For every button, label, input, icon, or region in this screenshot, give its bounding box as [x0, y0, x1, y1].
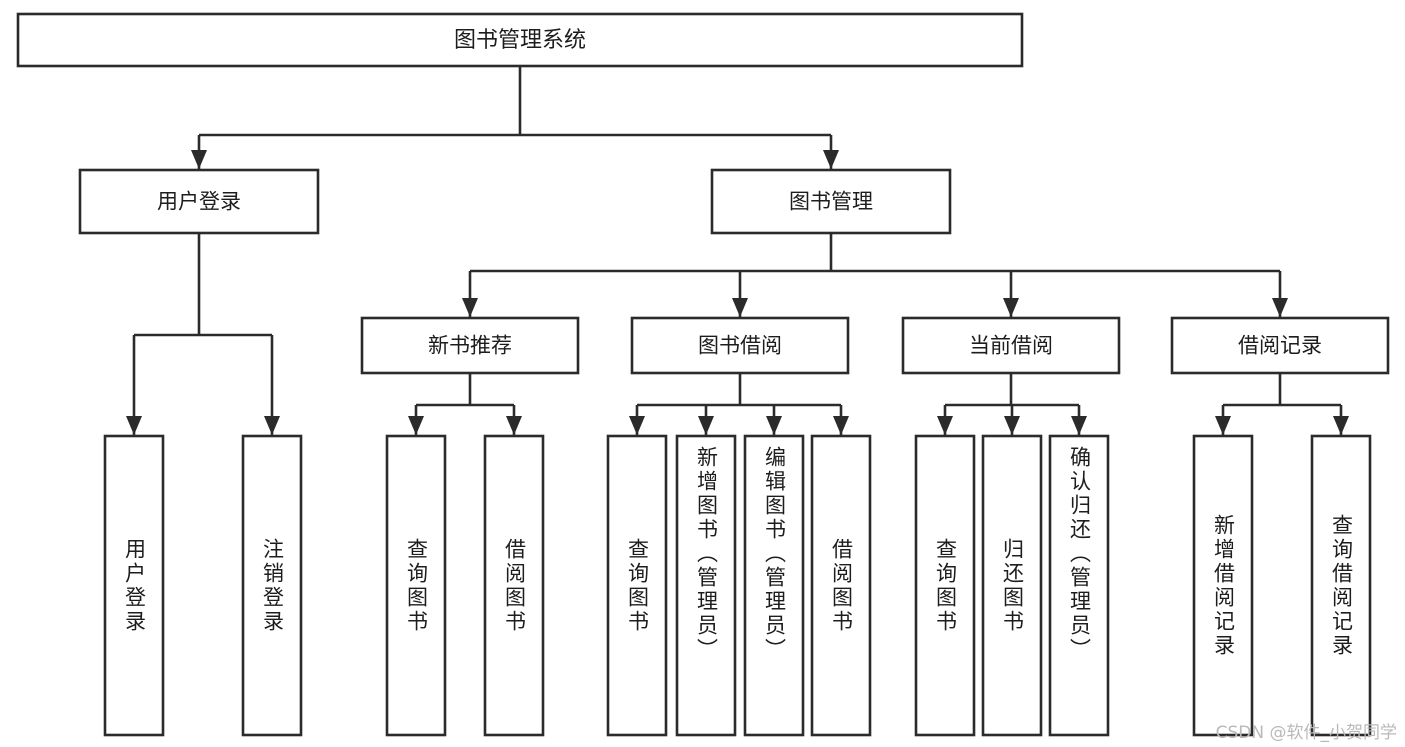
node-box-current-borrow[interactable]: [901, 316, 1121, 375]
node-label-new-book-recommend: 新书推荐: [428, 334, 512, 358]
node-box-new-book-recommend[interactable]: [360, 316, 580, 375]
node-box-borrow-records[interactable]: [1170, 316, 1390, 375]
node-box-borrow-book-1[interactable]: [483, 434, 545, 737]
connector-layer: [126, 66, 1349, 435]
node-box-query-book-3[interactable]: [914, 434, 976, 737]
arrowhead-new-book-recommend-1: [506, 416, 522, 435]
node-box-book-borrow[interactable]: [630, 316, 850, 375]
node-box-user-logout-leaf[interactable]: [241, 434, 303, 737]
node-label-book-management: 图书管理: [789, 190, 873, 214]
box-layer: [16, 12, 1390, 737]
arrowhead-book-mgmt-3: [1272, 298, 1288, 317]
node-box-add-borrow-record[interactable]: [1192, 434, 1254, 737]
arrowhead-book-mgmt-0: [462, 298, 478, 317]
node-box-return-book[interactable]: [981, 434, 1043, 737]
arrowhead-current-borrow-1: [1004, 416, 1020, 435]
node-label-user-login: 用户登录: [157, 190, 241, 214]
arrowhead-borrow-records-1: [1333, 416, 1349, 435]
node-box-edit-book-admin[interactable]: [743, 434, 805, 737]
arrowhead-root-1: [823, 150, 839, 169]
arrowhead-book-borrow-0: [629, 416, 645, 435]
arrowhead-book-borrow-3: [833, 416, 849, 435]
node-box-query-borrow-record[interactable]: [1310, 434, 1372, 737]
node-box-user-login-leaf[interactable]: [103, 434, 165, 737]
arrowhead-book-mgmt-2: [1003, 298, 1019, 317]
node-box-query-book-2[interactable]: [606, 434, 668, 737]
arrowhead-book-mgmt-1: [732, 298, 748, 317]
node-box-add-book-admin[interactable]: [675, 434, 737, 737]
node-box-confirm-return-admin[interactable]: [1048, 434, 1110, 737]
arrowhead-book-borrow-1: [698, 416, 714, 435]
arrowhead-borrow-records-0: [1215, 416, 1231, 435]
arrowhead-current-borrow-2: [1071, 416, 1087, 435]
arrowhead-book-borrow-2: [766, 416, 782, 435]
node-box-book-management[interactable]: [710, 168, 952, 235]
node-box-borrow-book-2[interactable]: [810, 434, 872, 737]
node-box-user-login[interactable]: [78, 168, 320, 235]
arrowhead-user-login-0: [126, 416, 142, 435]
node-label-root: 图书管理系统: [454, 28, 586, 53]
arrowhead-current-borrow-0: [937, 416, 953, 435]
arrowhead-new-book-recommend-0: [408, 416, 424, 435]
node-box-query-book-1[interactable]: [385, 434, 447, 737]
node-label-current-borrow: 当前借阅: [969, 334, 1053, 358]
node-box-root: [16, 12, 1024, 68]
arrowhead-user-login-1: [264, 416, 280, 435]
node-label-borrow-records: 借阅记录: [1238, 334, 1322, 358]
arrowhead-root-0: [191, 150, 207, 169]
node-label-book-borrow: 图书借阅: [698, 334, 782, 358]
